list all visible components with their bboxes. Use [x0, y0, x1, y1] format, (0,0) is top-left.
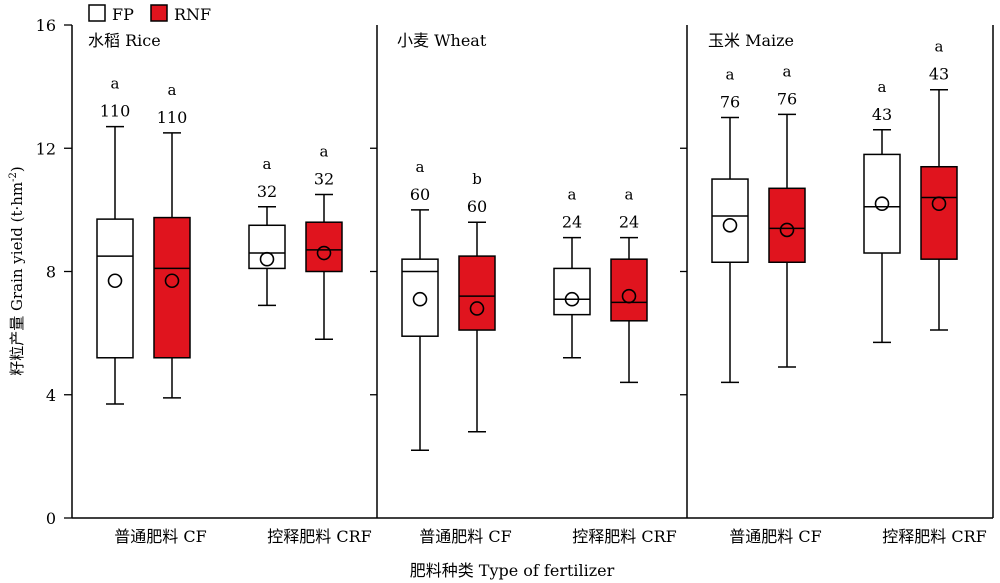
- significance-letter: a: [111, 75, 120, 93]
- panel-title: 小麦 Wheat: [397, 31, 487, 50]
- box-fp: [248, 224, 286, 270]
- sample-size-label: 32: [257, 182, 277, 201]
- significance-letter: a: [726, 65, 735, 83]
- significance-letter: a: [263, 155, 272, 173]
- y-tick-label: 0: [46, 509, 56, 528]
- box-rnf: [920, 165, 958, 260]
- box-fp: [863, 153, 901, 254]
- box-fp: [401, 258, 439, 337]
- group-label: 普通肥料 CF: [114, 527, 206, 546]
- mean-marker: [469, 301, 485, 316]
- x-axis-label: 肥料种类 Type of fertilizer: [410, 561, 615, 580]
- significance-letter: a: [568, 186, 577, 204]
- box-rnf: [768, 187, 806, 264]
- group-label: 控释肥料 CRF: [882, 527, 986, 546]
- sample-size-label: 32: [314, 169, 334, 188]
- mean-marker: [621, 288, 637, 304]
- y-tick-label: 4: [46, 386, 56, 405]
- mean-marker: [412, 291, 428, 307]
- mean-marker: [259, 251, 275, 267]
- mean-marker: [931, 196, 947, 212]
- group-label: 控释肥料 CRF: [267, 527, 371, 546]
- sample-size-label: 110: [100, 102, 131, 121]
- sample-size-label: 60: [467, 197, 487, 216]
- significance-letter: b: [472, 170, 482, 188]
- significance-letter: a: [625, 186, 634, 204]
- mean-marker: [107, 273, 123, 289]
- legend-swatch-fp: [88, 4, 106, 22]
- sample-size-label: 110: [157, 108, 188, 127]
- significance-letter: a: [935, 38, 944, 56]
- box-fp: [711, 178, 749, 264]
- sample-size-label: 24: [562, 213, 582, 232]
- legend-label-rnf: RNF: [174, 5, 211, 24]
- panel-title: 水稻 Rice: [88, 31, 161, 50]
- mean-marker: [874, 196, 890, 212]
- sample-size-label: 76: [720, 92, 740, 111]
- group-label: 控释肥料 CRF: [572, 527, 676, 546]
- panel-title: 玉米 Maize: [708, 31, 794, 50]
- y-tick-label: 8: [46, 263, 56, 282]
- legend-swatch-rnf: [150, 4, 168, 22]
- box-fp: [96, 218, 134, 359]
- box-fp: [553, 267, 591, 316]
- group-label: 普通肥料 CF: [419, 527, 511, 546]
- mean-marker: [316, 245, 332, 261]
- box-rnf: [458, 255, 496, 331]
- mean-marker: [564, 291, 580, 307]
- box-rnf: [153, 216, 191, 359]
- mean-marker: [722, 217, 738, 233]
- sample-size-label: 43: [872, 105, 892, 124]
- sample-size-label: 60: [410, 185, 430, 204]
- significance-letter: a: [878, 78, 887, 96]
- significance-letter: a: [168, 81, 177, 99]
- mean-marker: [164, 273, 180, 289]
- significance-letter: a: [416, 158, 425, 176]
- sample-size-label: 43: [929, 65, 949, 84]
- significance-letter: a: [783, 62, 792, 80]
- y-tick-label: 12: [36, 139, 56, 158]
- legend-label-fp: FP: [112, 5, 134, 24]
- y-axis-label: 籽粒产量 Grain yield (t·hm-2): [8, 166, 26, 376]
- significance-letter: a: [320, 142, 329, 160]
- group-label: 普通肥料 CF: [729, 527, 821, 546]
- sample-size-label: 24: [619, 213, 639, 232]
- sample-size-label: 76: [777, 89, 797, 108]
- mean-marker: [779, 222, 795, 238]
- y-tick-label: 16: [36, 16, 56, 35]
